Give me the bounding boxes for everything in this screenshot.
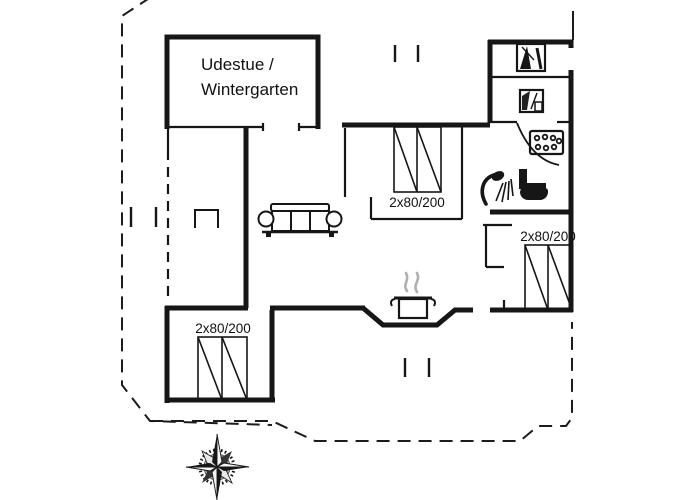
bed-double-right <box>524 244 573 311</box>
spa-basin-icon <box>528 129 565 156</box>
bed-size-label: 2x80/200 <box>195 321 251 336</box>
sofa-icon <box>257 203 343 237</box>
room-label-line2: Wintergarten <box>201 80 298 99</box>
washing-machine-icon <box>515 42 547 73</box>
boundary-dashed <box>121 0 573 442</box>
compass-rose-icon <box>185 433 250 500</box>
step-marks <box>129 45 431 377</box>
toilet-icon <box>519 169 548 200</box>
shower-icon <box>480 171 514 206</box>
room-label-line1: Udestue / <box>201 55 274 74</box>
appliance-icon <box>518 88 545 114</box>
room-label: Udestue / Wintergarten <box>201 55 298 99</box>
bed-double-bottom-left <box>197 336 248 401</box>
door-arc <box>516 122 560 166</box>
table-icon <box>194 209 219 228</box>
walls-thick <box>164 34 574 403</box>
walls-thin <box>166 75 571 310</box>
bed-size-label: 2x80/200 <box>520 229 576 244</box>
bed-size-label: 2x80/200 <box>389 195 445 210</box>
bed-double-top-middle <box>393 126 442 193</box>
cooking-pot-icon <box>390 271 436 320</box>
